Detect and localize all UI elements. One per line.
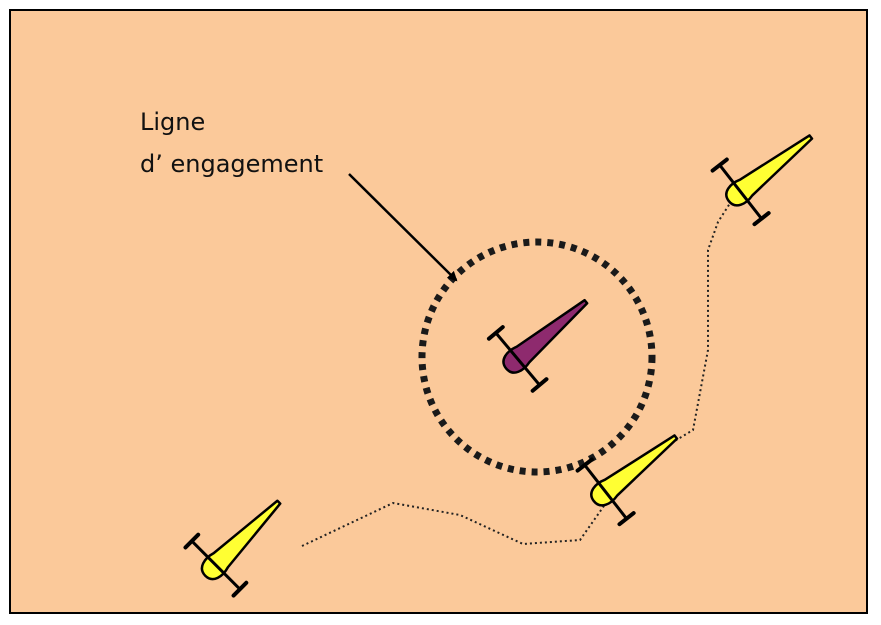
- friendly-robot-icon-center: [575, 434, 679, 527]
- annotation-label-line1: Ligne: [140, 108, 206, 136]
- friendly-robot-icon-bottom-left: [183, 499, 282, 598]
- diagram-background: [11, 11, 866, 612]
- target-robot-icon: [486, 298, 589, 393]
- annotation-arrow: [348, 173, 458, 282]
- engagement-ring: [418, 238, 656, 476]
- friendly-robot-icon-top-right: [710, 134, 814, 227]
- annotation-label-line2: d’ engagement: [140, 150, 324, 178]
- travel-path: [301, 196, 735, 547]
- diagram-frame: [9, 9, 868, 614]
